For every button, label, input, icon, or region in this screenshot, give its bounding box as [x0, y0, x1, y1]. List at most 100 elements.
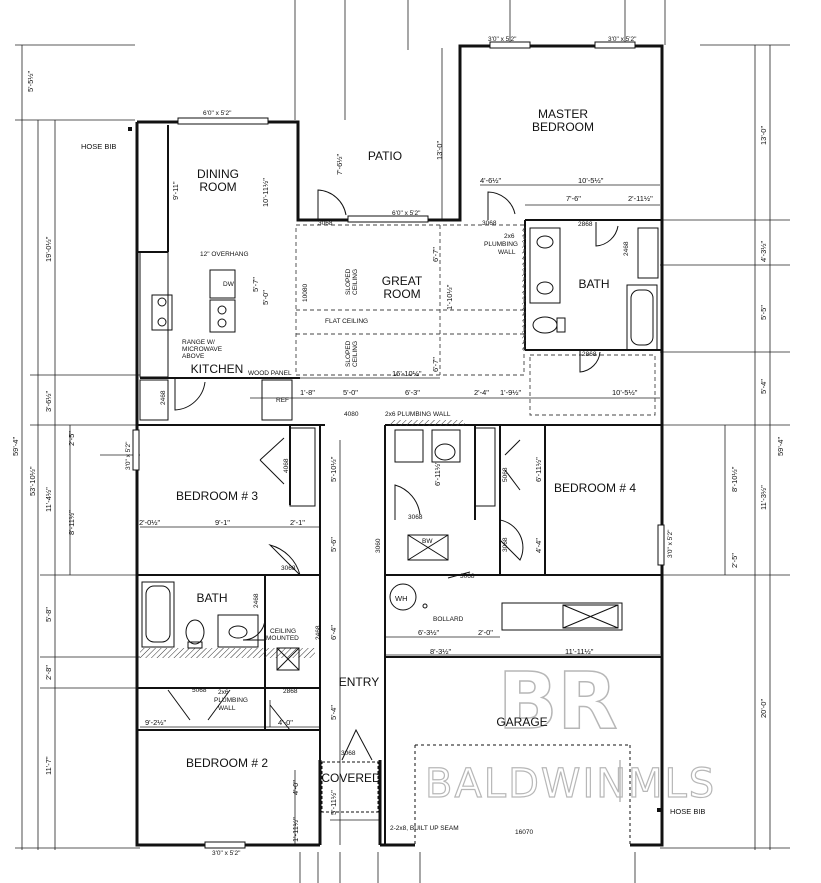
label-range-2: MICROWAVE: [182, 346, 223, 353]
door-laundry: 3068: [408, 514, 423, 521]
label-hose-bib-right: HOSE BIB: [670, 807, 705, 816]
dim-b2-d: 1'-11½": [291, 817, 300, 842]
label-hose-bib-left: HOSE BIB: [81, 142, 116, 151]
label-sloped-1b: CEILING: [352, 269, 359, 295]
hose-bib-left-marker: [128, 127, 132, 131]
label-plumbing-1b: PLUMBING: [484, 241, 518, 248]
dim-master-d: 2'-11½": [628, 194, 653, 203]
door-code-labels: 3068 3068 2868 2468 2868 10080 4080 4068…: [160, 220, 630, 836]
door-hall: 3068: [281, 565, 296, 572]
dim-hall-c: 6'-4": [329, 625, 338, 640]
room-master-2: BEDROOM: [532, 120, 594, 134]
range: [151, 294, 173, 331]
dim-ldry-a: 6'-3½": [418, 628, 440, 637]
dim-b3-b: 9'-1": [215, 518, 230, 527]
dishwasher: [209, 269, 236, 299]
dim-left-d: 59'-4": [11, 437, 20, 456]
dim-left-k: 11'-7": [44, 756, 53, 775]
label-plumbing-3a: 2x6: [218, 689, 229, 696]
water-heater: [389, 583, 417, 611]
label-sloped-1a: SLOPED: [345, 268, 352, 295]
door-b4: 3068: [502, 537, 509, 552]
dimension-labels-interior: 9'-11" 10'-11½" 7'-6½" 13'-0" 4'-6½" 10'…: [139, 141, 653, 842]
label-built-up-beam: 2-2x8, BUILT UP SEAM: [390, 825, 459, 832]
dimension-lines: [15, 0, 790, 883]
room-bedroom-4: BEDROOM # 4: [554, 481, 636, 495]
room-patio: PATIO: [368, 149, 402, 163]
label-flat-ceiling: FLAT CEILING: [325, 318, 368, 325]
label-dw: DW: [223, 281, 235, 288]
dim-kitch-a: 5'-7": [251, 277, 260, 292]
door-garage-door: 16070: [515, 829, 533, 836]
dim-cov-a: 5'-11½": [329, 790, 338, 815]
attic-access: [407, 534, 449, 561]
label-bollard: BOLLARD: [433, 616, 464, 623]
dim-kitch-b: 5'-0": [261, 290, 270, 305]
dim-ldry-d: 11'-11½": [565, 647, 594, 656]
room-hall-bath: BATH: [196, 591, 227, 605]
door-bed2: 5068: [192, 687, 207, 694]
dim-great-d: 16'-10½": [392, 369, 422, 378]
label-sloped-2b: CEILING: [352, 341, 359, 367]
plumbing-wall-great: [522, 226, 526, 351]
window-patio: 6'0" x 5'2": [392, 210, 421, 217]
dim-right-b: 4'-3½": [759, 240, 768, 262]
label-wood-panel: WOOD PANEL: [248, 370, 292, 377]
room-labels: MASTER BEDROOM PATIO DINING ROOM GREAT R…: [176, 107, 636, 785]
dim-b4-b: 4'-4": [534, 538, 543, 553]
label-plumbing-1a: 2x6: [504, 233, 515, 240]
dim-b4-a: 6'-11½": [534, 457, 543, 482]
door-patio-right: 3068: [482, 220, 497, 227]
dim-b3-a: 2'-0½": [139, 518, 161, 527]
room-garage: GARAGE: [496, 715, 547, 729]
dim-dining-h: 10'-11½": [261, 178, 270, 207]
door-pantry: 2468: [160, 390, 167, 405]
label-plumbing-3c: WALL: [218, 705, 236, 712]
dim-left-f: 11'-4½": [44, 487, 53, 512]
watermark-brand-left: BALDWIN: [425, 761, 628, 807]
door-closet-b3: 4068: [283, 458, 290, 473]
label-plumbing-2: 2x6 PLUMBING WALL: [385, 411, 451, 418]
room-kitchen: KITCHEN: [191, 362, 244, 376]
room-dining-2: ROOM: [199, 180, 236, 194]
dim-ldry-b: 2'-0": [478, 628, 493, 637]
dim-hall-a: 5'-10½": [329, 456, 338, 482]
label-plumbing-3b: PLUMBING: [214, 697, 248, 704]
dim-left-g: 2'-5": [67, 431, 76, 446]
dim-b2-b: 4'-0": [278, 718, 293, 727]
window-master-2: 3'0" x 5'2": [608, 36, 637, 43]
dim-b2-c: 4'-0": [291, 780, 300, 795]
fixtures: [139, 227, 659, 845]
door-hall-bath: 2468: [253, 593, 260, 608]
dim-right-h: 2'-5": [730, 553, 739, 568]
dim-row-a: 1'-8": [300, 388, 315, 397]
plumbing-wall-hall: [390, 420, 465, 426]
room-bedroom-2: BEDROOM # 2: [186, 756, 268, 770]
dim-hall-d: 5'-4": [329, 705, 338, 720]
master-tub: [626, 284, 658, 351]
label-ceiling-mounted-1: CEILING: [270, 628, 296, 635]
room-entry: ENTRY: [339, 675, 379, 689]
label-ceiling-mounted-2: MOUNTED: [266, 635, 299, 642]
hall-tub: [141, 581, 175, 648]
laundry-dryer: [431, 429, 461, 463]
dim-master-b: 10'-5½": [578, 176, 604, 185]
dim-left-j: 2'-8": [44, 665, 53, 680]
master-vanity: [529, 227, 561, 304]
dim-row-b: 5'-0": [343, 388, 358, 397]
dim-b2-a: 9'-2½": [145, 718, 167, 727]
b4-closet: [474, 427, 496, 507]
room-covered: COVERED: [321, 771, 381, 785]
room-dining-1: DINING: [197, 167, 239, 181]
label-ref: REF: [276, 397, 289, 404]
counter-left: [139, 251, 169, 378]
dim-right-f: 11'-3½": [759, 485, 768, 510]
dim-great-a: 6'-7": [431, 247, 440, 262]
dim-master-a: 4'-6½": [480, 176, 502, 185]
dim-hall-e: 6'-11½": [433, 461, 442, 486]
dim-right-d: 5'-4": [759, 379, 768, 394]
hose-bib-right-marker: [657, 808, 661, 812]
dim-right-a: 13'-0": [759, 126, 768, 145]
label-wh: WH: [395, 594, 408, 603]
